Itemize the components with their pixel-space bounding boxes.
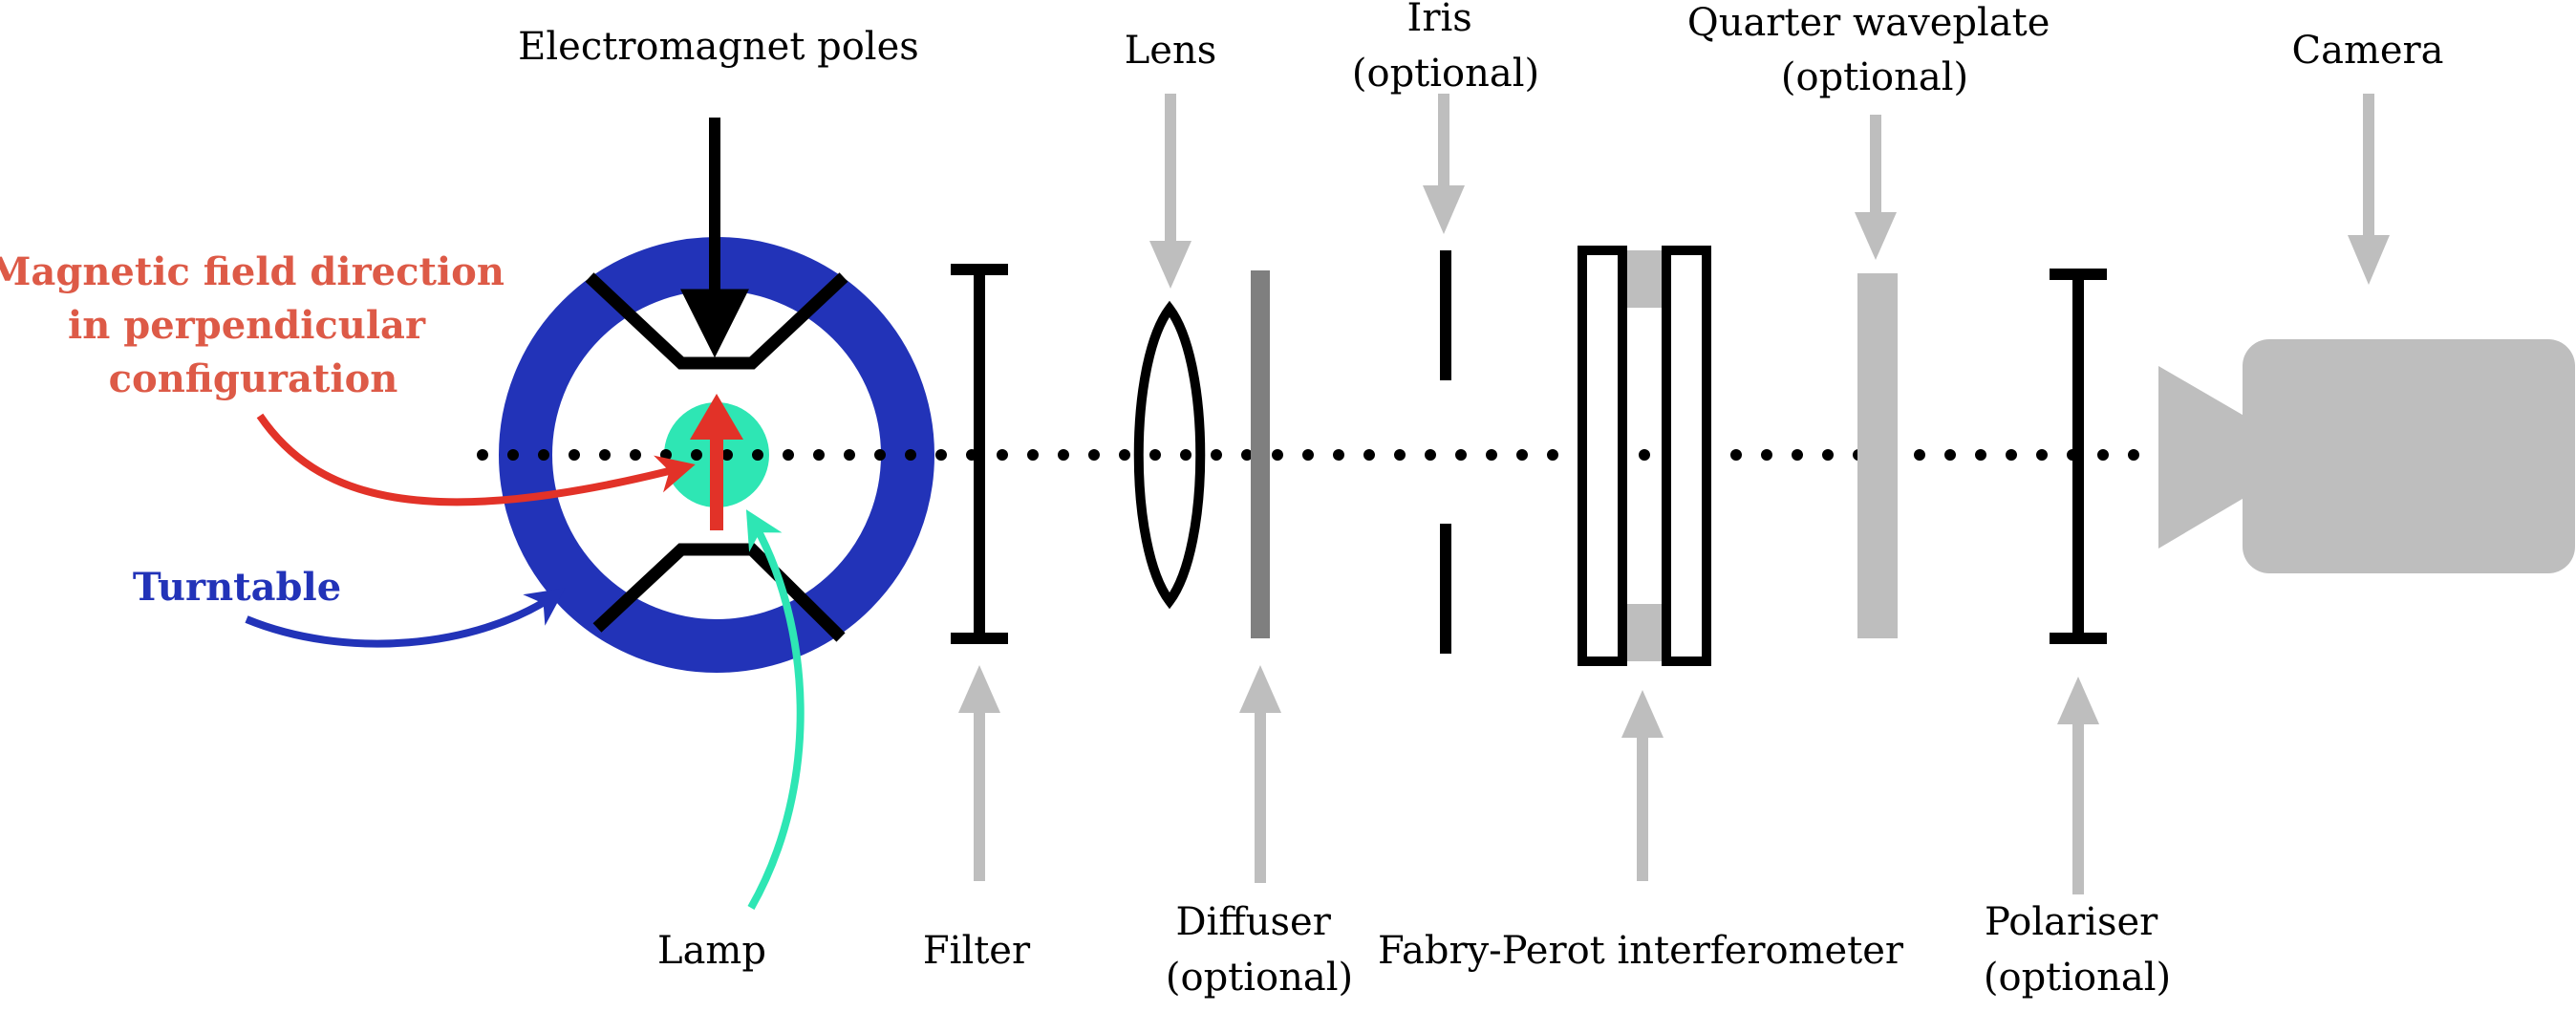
electromagnet-pole-bottom [592, 543, 846, 642]
label-lens: Lens [1125, 29, 1217, 73]
fabry-perot-element [1578, 246, 1711, 666]
label-filter: Filter [923, 929, 1031, 973]
magnetic-field-pointer [256, 413, 696, 506]
polariser-element [2050, 269, 2107, 644]
label-electromagnet-poles: Electromagnet poles [518, 25, 919, 69]
lens-element [1133, 300, 1206, 610]
field-vector-arrowhead [690, 394, 743, 440]
label-iris: Iris (optional) [1352, 0, 1539, 96]
turntable-pointer [245, 588, 566, 648]
lamp-pointer [745, 509, 805, 910]
label-polariser: Polariser (optional) [1984, 900, 2171, 1000]
label-quarter-waveplate: Quarter waveplate (optional) [1687, 1, 2062, 99]
diffuser-element [1251, 270, 1270, 638]
camera-icon [2158, 339, 2575, 573]
label-turntable: Turntable [133, 565, 341, 610]
filter-element [951, 264, 1008, 644]
electromagnet-pole-top [585, 272, 848, 370]
label-diffuser: Diffuser (optional) [1166, 900, 1353, 1000]
label-magnetic-field: Magnetic field direction in perpendicula… [0, 249, 518, 401]
gray-pointers-top [1149, 94, 2390, 289]
gray-pointers-bottom [958, 665, 2099, 894]
label-lamp: Lamp [657, 929, 766, 973]
label-fabry-perot: Fabry-Perot interferometer [1378, 929, 1904, 973]
label-camera: Camera [2291, 29, 2443, 73]
quarter-waveplate-element [1857, 273, 1898, 638]
